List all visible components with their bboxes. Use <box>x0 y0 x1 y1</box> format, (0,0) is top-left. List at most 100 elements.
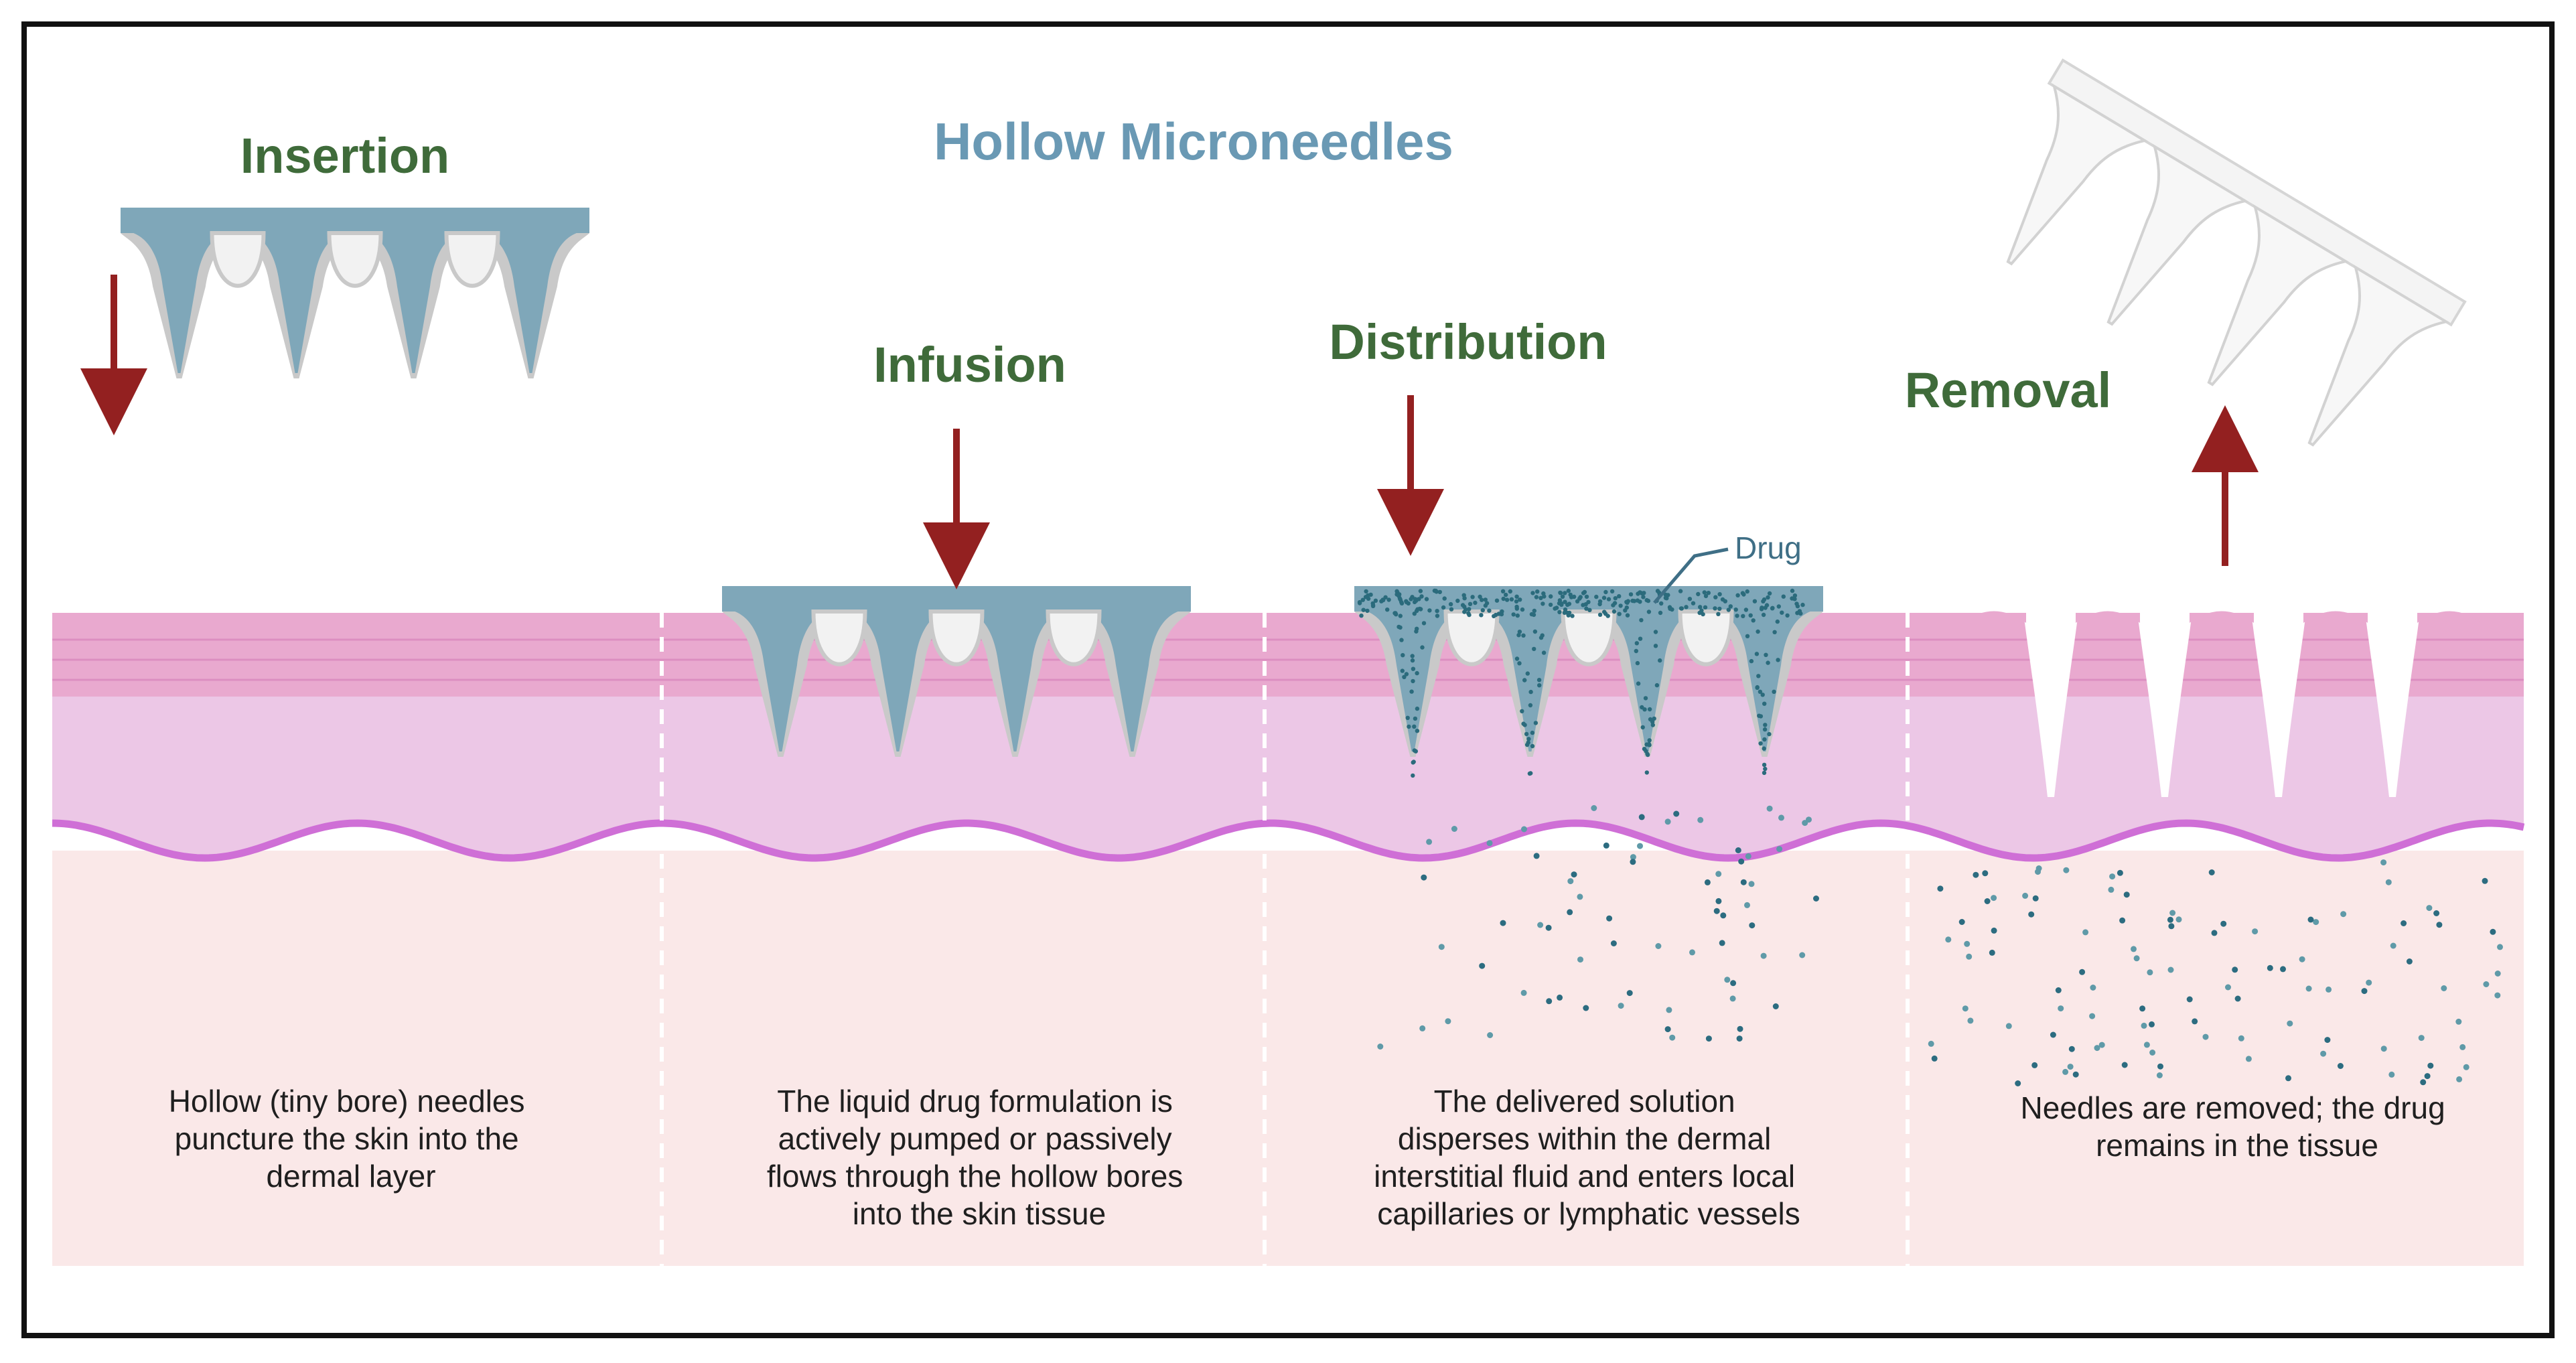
drug-dot <box>2167 966 2174 973</box>
drug-dot <box>1520 989 1527 996</box>
drug-dot <box>1618 603 1623 608</box>
drug-dot <box>1644 770 1649 775</box>
drug-dot <box>1521 826 1527 833</box>
drug-dot <box>1494 598 1500 603</box>
drug-dot <box>1678 606 1684 611</box>
drug-dot <box>1520 607 1525 612</box>
microneedle-patch-infusion <box>722 586 1191 757</box>
drug-dot <box>1415 706 1420 711</box>
drug-dot <box>2245 1056 2252 1062</box>
drug-dot <box>1366 593 1370 598</box>
drug-dot <box>1678 589 1683 593</box>
drug-dot <box>1673 810 1680 817</box>
drug-dot <box>1762 762 1767 768</box>
drug-dot <box>2098 1042 2105 1048</box>
drug-dot <box>1735 614 1739 618</box>
drug-dot <box>1655 589 1660 593</box>
drug-dot <box>1404 672 1409 676</box>
drug-in-patch-dots <box>1357 588 1805 778</box>
drug-dot <box>1760 952 1767 959</box>
drug-dot <box>2169 910 2176 916</box>
drug-dot <box>1537 922 1544 928</box>
caption-infusion-line: actively pumped or passively <box>778 1121 1172 1156</box>
drug-dot <box>1557 994 1563 1001</box>
drug-dot <box>1720 597 1725 602</box>
drug-dot <box>1962 1005 1969 1012</box>
drug-dot <box>1749 922 1756 929</box>
drug-dot <box>2380 859 2387 866</box>
drug-dot <box>1780 610 1784 615</box>
drug-dot <box>2380 1046 2387 1052</box>
drug-dot <box>1716 612 1721 616</box>
drug-dot <box>1729 995 1736 1002</box>
drug-dot <box>1606 597 1612 601</box>
drug-dot <box>1717 606 1722 612</box>
drug-dot <box>1772 1003 1779 1009</box>
drug-dot <box>1741 614 1745 618</box>
drug-callout-line <box>1653 547 1729 604</box>
drug-dot <box>1755 685 1760 690</box>
drug-dot <box>2459 1044 2466 1050</box>
drug-dot <box>1399 601 1405 605</box>
drug-dot <box>1518 597 1522 602</box>
drug-dot <box>1790 596 1794 601</box>
drug-dot <box>1644 749 1648 754</box>
drug-dot <box>1577 893 1583 900</box>
caption-distribution-line: The delivered solution <box>1434 1084 1735 1119</box>
drug-dot <box>2436 922 2443 928</box>
drug-dot <box>2340 911 2347 918</box>
drug-dot <box>2494 992 2501 999</box>
drug-dot <box>1448 601 1453 607</box>
drug-dot <box>1417 606 1422 612</box>
drug-dot <box>1442 596 1447 601</box>
drug-dot <box>1760 693 1765 697</box>
drug-dot <box>1703 605 1708 609</box>
drug-dot <box>1749 658 1754 664</box>
drug-dot <box>1733 607 1738 612</box>
drug-dot <box>1704 879 1711 885</box>
drug-dot <box>1687 597 1693 601</box>
figure-title: Hollow Microneedles <box>934 112 1453 171</box>
drug-dot <box>1617 594 1622 599</box>
drug-dot <box>1514 599 1519 604</box>
drug-dot <box>1418 589 1423 593</box>
drug-dot <box>1715 871 1722 877</box>
drug-dot <box>1640 725 1645 730</box>
drug-dot <box>1385 607 1390 612</box>
drug-dot <box>1413 597 1418 601</box>
drug-dot <box>1715 898 1722 904</box>
needle-bore <box>852 612 944 751</box>
drug-dot <box>1966 953 1973 960</box>
drug-dot <box>1989 949 1995 956</box>
drug-dot <box>1557 598 1563 603</box>
drug-dot <box>2463 1064 2470 1070</box>
drug-dot <box>1767 591 1772 596</box>
drug-dot <box>1603 589 1608 595</box>
drug-dot <box>1713 595 1718 599</box>
drug-dot <box>1528 689 1533 695</box>
drug-dot <box>1630 859 1636 865</box>
drug-dot <box>2220 920 2227 927</box>
drug-dot <box>2232 966 2238 973</box>
drug-dot <box>1790 588 1795 593</box>
removal-skin-holes <box>1909 603 2524 797</box>
drug-dot <box>1713 908 1720 914</box>
drug-dot <box>2420 1079 2427 1086</box>
drug-dot <box>1653 644 1658 648</box>
drug-dot <box>1740 879 1747 885</box>
drug-dot <box>2497 944 2503 950</box>
patch-base <box>2047 58 2467 327</box>
hypodermis-layer <box>52 851 2524 1266</box>
drug-dot <box>1740 591 1745 595</box>
drug-dot <box>1530 743 1535 749</box>
needle-bore <box>1719 612 1810 751</box>
drug-dot <box>1762 737 1767 742</box>
drug-dot <box>1567 909 1573 916</box>
drug-dot <box>1800 602 1805 607</box>
drug-dot <box>1603 842 1609 849</box>
drug-dot <box>1500 589 1506 593</box>
drug-dot <box>1748 613 1753 618</box>
drug-dot <box>1611 603 1616 607</box>
drug-dot <box>1407 724 1411 729</box>
